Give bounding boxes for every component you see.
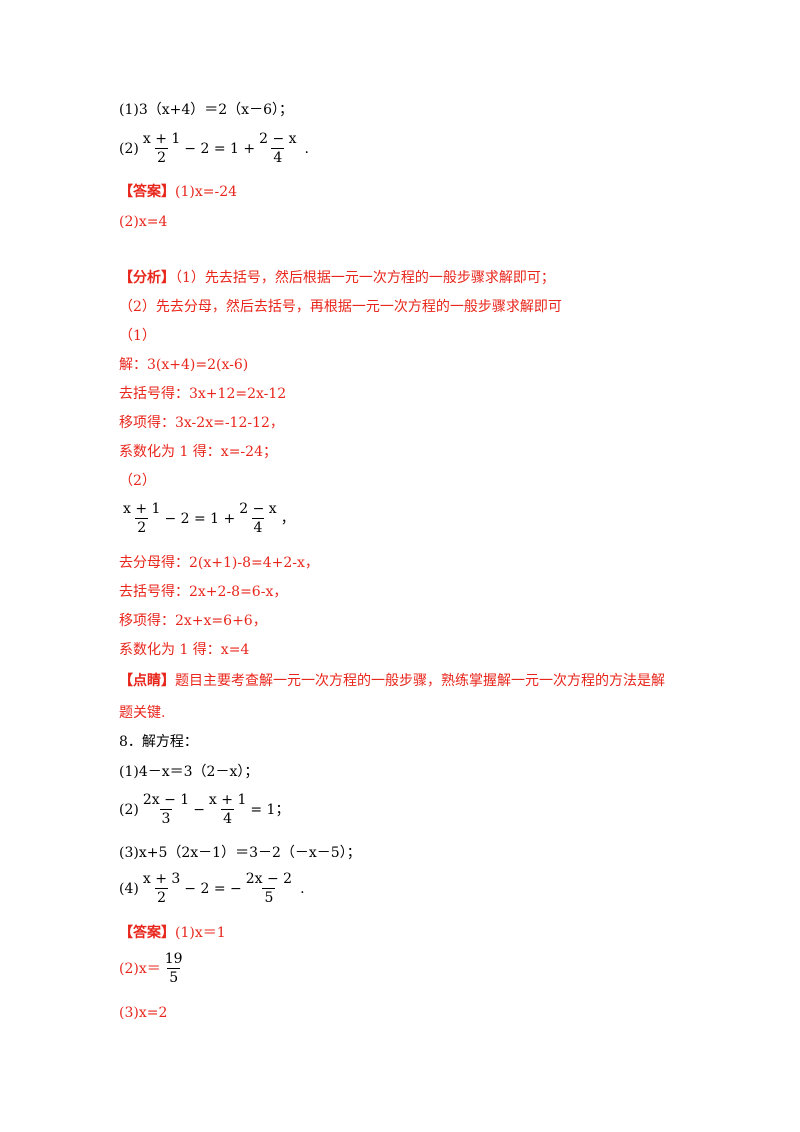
answer-tag: 【答案】: [119, 925, 175, 941]
denominator: 4: [251, 518, 265, 536]
fraction: 2 − x 4: [257, 130, 298, 167]
analysis-text: （1）先去括号，然后根据一元一次方程的一般步骤求解即可；: [175, 270, 555, 286]
fraction: 2x − 1 3: [141, 791, 191, 828]
numerator: 2 − x: [259, 131, 297, 147]
comment-text: 题目主要考查解一元一次方程的一般步骤，熟练掌握解一元一次方程的方法是解: [175, 673, 665, 689]
q8-title: 8．解方程：: [119, 734, 198, 750]
q7-analysis-6: 移项得：3x-2x=-12-12，: [119, 415, 284, 431]
q7-analysis-10: 去分母得：2(x+1)-8=4+2-x，: [119, 555, 319, 571]
denominator: 2: [135, 518, 149, 536]
end-punct: .: [300, 880, 305, 897]
q7-part2-prefix: (2): [119, 140, 139, 157]
answer-tag: 【答案】: [119, 184, 175, 200]
operator-text: − 2 = −: [184, 880, 242, 897]
denominator: 3: [159, 809, 173, 827]
numerator: 19: [164, 951, 183, 967]
q7-answer-1: 【答案】(1)x=-24: [119, 182, 237, 202]
q8-part4-prefix: (4): [119, 880, 139, 897]
answer-prefix: (2)x＝: [119, 960, 161, 977]
q8-answer-1: 【答案】(1)x＝1: [119, 923, 226, 943]
operator-text: − 2 = 1 +: [164, 510, 236, 527]
numerator: 2x − 1: [142, 792, 190, 808]
q8-part4: (4) x + 3 2 − 2 = − 2x − 2 5 .: [119, 870, 305, 907]
q7-analysis-5: 去括号得：3x+12=2x-12: [119, 386, 287, 402]
comment-tag: 【点睛】: [119, 673, 175, 689]
q7-analysis-13: 系数化为 1 得：x=4: [119, 642, 250, 658]
q8-part2-prefix: (2): [119, 801, 139, 818]
q8-part2: (2) 2x − 1 3 − x + 1 4 = 1；: [119, 791, 289, 828]
q7-analysis-12: 移项得：2x+x=6+6，: [119, 613, 267, 629]
analysis-tag: 【分析】: [119, 270, 175, 286]
q8-part3: (3)x+5（2x－1）＝3－2（－x－5）；: [119, 845, 361, 861]
denominator: 4: [221, 809, 235, 827]
end-punct: = 1；: [250, 801, 290, 818]
fraction: x + 1 2: [121, 500, 162, 537]
q8-part1: (1)4－x＝3（2－x）；: [119, 764, 259, 780]
answer-text: (1)x＝1: [175, 925, 226, 941]
end-punct: .: [304, 140, 309, 157]
numerator: 2x − 2: [245, 871, 293, 887]
denominator: 5: [167, 968, 181, 986]
fraction: 2x − 2 5: [244, 870, 294, 907]
q7-comment-2: 题关键.: [119, 705, 166, 721]
q7-analysis-2: （2）先去分母，然后去括号，再根据一元一次方程的一般步骤求解即可: [119, 299, 562, 315]
answer-text: (1)x=-24: [175, 184, 238, 200]
fraction: 19 5: [163, 950, 185, 987]
q8-answer-3: (3)x=2: [119, 1005, 168, 1021]
q7-part2: (2) x + 1 2 − 2 = 1 + 2 − x 4 .: [119, 130, 309, 167]
q7-analysis-8: （2）: [119, 473, 156, 489]
q7-analysis-11: 去括号得：2x+2-8=6-x，: [119, 584, 288, 600]
numerator: x + 1: [142, 131, 181, 147]
q7-part1: (1)3（x+4）＝2（x－6）；: [119, 102, 293, 118]
numerator: x + 1: [208, 792, 247, 808]
q7-analysis-3: （1）: [119, 328, 156, 344]
q7-analysis-4: 解：3(x+4)=2(x-6): [119, 357, 249, 373]
q7-comment-1: 【点睛】题目主要考查解一元一次方程的一般步骤，熟练掌握解一元一次方程的方法是解: [119, 671, 665, 691]
q7-analysis-1: 【分析】（1）先去括号，然后根据一元一次方程的一般步骤求解即可；: [119, 268, 555, 288]
denominator: 4: [271, 148, 285, 166]
q8-answer-2: (2)x＝ 19 5: [119, 950, 187, 987]
q7-analysis-7: 系数化为 1 得：x=-24；: [119, 444, 277, 460]
denominator: 5: [262, 888, 276, 906]
numerator: x + 1: [123, 501, 161, 517]
numerator: x + 3: [142, 871, 181, 887]
numerator: 2 − x: [239, 501, 277, 517]
denominator: 2: [155, 888, 169, 906]
denominator: 2: [155, 148, 169, 166]
fraction: x + 1 4: [207, 791, 248, 828]
fraction: x + 3 2: [141, 870, 182, 907]
q7-answer-2: (2)x=4: [119, 214, 168, 230]
end-punct: ，: [280, 510, 295, 527]
fraction: 2 − x 4: [237, 500, 278, 537]
q7-analysis-equation: x + 1 2 − 2 = 1 + 2 − x 4 ，: [119, 500, 295, 537]
operator-text: −: [193, 801, 205, 818]
fraction: x + 1 2: [141, 130, 182, 167]
operator-text: − 2 = 1 +: [184, 140, 256, 157]
